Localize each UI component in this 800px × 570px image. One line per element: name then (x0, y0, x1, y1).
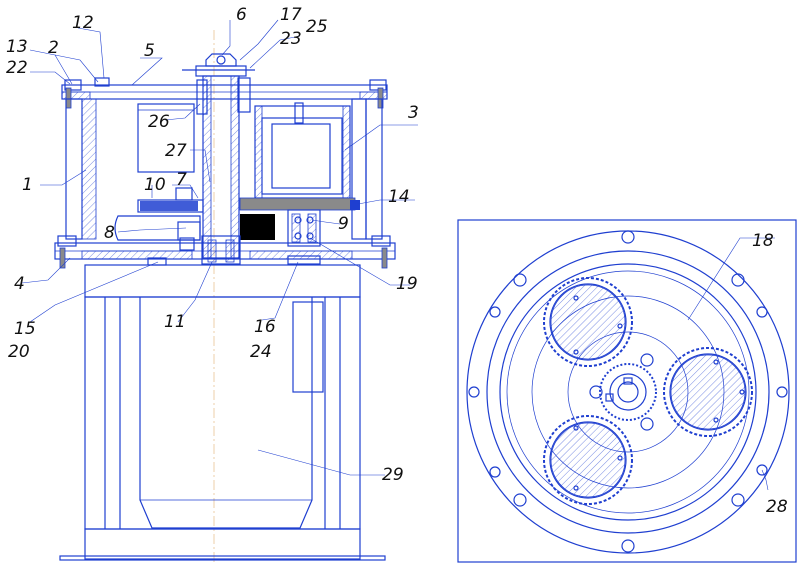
ring-gear-18 (499, 263, 757, 521)
lever-8 (114, 215, 201, 241)
label-18: 18 (752, 231, 774, 251)
lower-housing (84, 296, 361, 530)
label-14: 14 (388, 187, 410, 207)
shaft-bottom (201, 235, 241, 265)
label-6: 6 (236, 5, 247, 25)
lower-housing-rim (84, 264, 361, 298)
housing-wall-right (351, 98, 367, 240)
label-23: 23 (280, 29, 302, 49)
label-28: 28 (766, 497, 788, 517)
bolt-holes (468, 230, 788, 553)
label-25: 25 (306, 17, 328, 37)
label-4: 4 (14, 274, 25, 294)
bracket-26 (137, 103, 195, 173)
label-10: 10 (144, 175, 166, 195)
label-5: 5 (144, 41, 155, 61)
section-view (54, 30, 396, 565)
leader-lines (21, 19, 775, 491)
label-17: 17 (280, 5, 302, 25)
label-20: 20 (8, 342, 30, 362)
planet-gear-bottom (543, 415, 633, 505)
bolt-head-left (64, 79, 82, 91)
label-13: 13 (6, 37, 28, 57)
label-11: 11 (164, 312, 186, 332)
label-19: 19 (396, 274, 418, 294)
label-15: 15 (14, 319, 36, 339)
label-22: 22 (6, 58, 28, 78)
label-27: 27 (165, 141, 187, 161)
label-29: 29 (382, 465, 404, 485)
sun-gear (589, 353, 657, 431)
label-2: 2 (48, 38, 59, 58)
label-1: 1 (22, 175, 33, 195)
carrier-plate (239, 197, 356, 211)
label-3: 3 (408, 103, 419, 123)
label-16: 16 (254, 317, 276, 337)
label-12: 12 (72, 13, 94, 33)
housing-wall-left (81, 98, 97, 240)
planet-gear-right (663, 347, 753, 437)
side-block (292, 301, 324, 393)
part-labels: 13 22 2 12 5 6 17 23 25 3 1 26 27 10 7 8… (6, 5, 788, 517)
planet-gear-top (543, 277, 633, 367)
plan-frame (457, 219, 797, 563)
label-9: 9 (338, 214, 349, 234)
gear-9 (287, 209, 321, 247)
inner-cup (139, 297, 313, 529)
label-26: 26 (148, 112, 170, 132)
bottom-base (84, 528, 361, 560)
label-24: 24 (250, 342, 272, 362)
plan-view (457, 219, 797, 563)
label-8: 8 (104, 223, 115, 243)
label-7: 7 (176, 170, 187, 190)
gear-10 (137, 199, 204, 213)
